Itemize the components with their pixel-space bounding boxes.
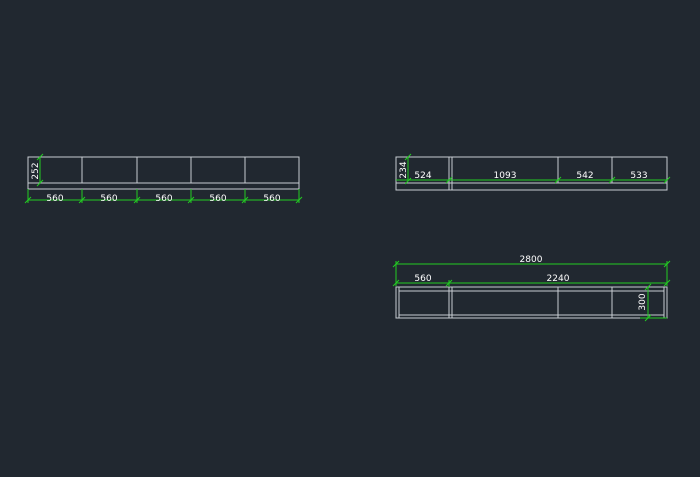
- left-height-tick: [36, 179, 44, 187]
- bottom-height-tick: [644, 283, 652, 291]
- left-tick: [241, 196, 249, 204]
- bottom-height-label: 300: [638, 293, 648, 310]
- left-tick: [187, 196, 195, 204]
- right-top-height-tick: [404, 177, 412, 185]
- overall-tick: [392, 260, 400, 268]
- left-tick: [133, 196, 141, 204]
- left-outline: [27, 156, 300, 190]
- right-top-width-label: 1093: [494, 171, 517, 181]
- right-top-elevation-view: [395, 156, 668, 191]
- right-top-tick: [554, 176, 562, 184]
- right-top-dimensions: [396, 153, 671, 185]
- overall-tick: [663, 260, 671, 268]
- section-tick: [392, 279, 400, 287]
- left-width-label: 560: [100, 194, 117, 204]
- right-top-outline: [395, 156, 668, 191]
- section-tick: [663, 279, 671, 287]
- right-top-width-label: 533: [630, 171, 647, 181]
- left-height-tick: [36, 153, 44, 161]
- overall-width-label: 2800: [520, 255, 543, 265]
- right-top-height-label: 234: [399, 161, 409, 178]
- left-dimensions: [24, 153, 303, 204]
- left-width-label: 560: [263, 194, 280, 204]
- right-bottom-elevation-view: [395, 286, 668, 319]
- left-tick: [24, 196, 32, 204]
- right-top-height-tick: [404, 153, 412, 161]
- left-width-label: 560: [209, 194, 226, 204]
- section-width-label: 2240: [547, 274, 570, 284]
- right-top-width-label: 542: [576, 171, 593, 181]
- section-width-label: 560: [414, 274, 431, 284]
- left-tick: [295, 196, 303, 204]
- right-bottom-dimensions: [392, 260, 671, 322]
- left-elevation-view: [27, 156, 300, 190]
- left-width-label: 560: [46, 194, 63, 204]
- right-top-width-label: 524: [414, 171, 431, 181]
- section-tick: [445, 279, 453, 287]
- right-bottom-outline: [395, 286, 668, 319]
- right-top-tick: [608, 176, 616, 184]
- right-top-tick: [663, 176, 671, 184]
- left-height-label: 252: [31, 162, 41, 179]
- left-width-label: 560: [155, 194, 172, 204]
- left-tick: [78, 196, 86, 204]
- right-top-tick: [445, 176, 453, 184]
